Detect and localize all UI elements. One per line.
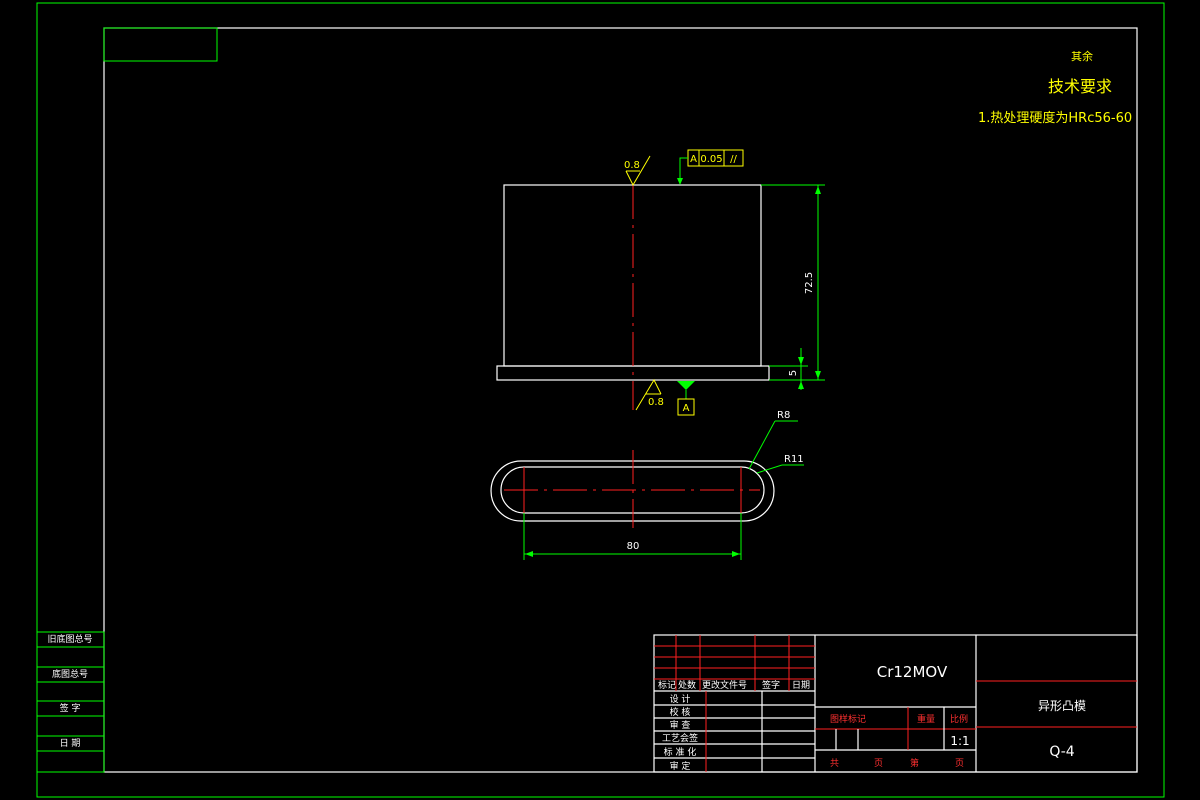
sheet-total-prefix: 共 — [830, 758, 839, 769]
rev-header-date: 日期 — [792, 680, 810, 691]
dimension-base — [769, 348, 808, 390]
tech-requirements-title: 技术要求 — [1048, 77, 1112, 96]
weight-label: 重量 — [917, 713, 935, 725]
inner-frame — [103, 27, 1138, 773]
top-view-outer-slot — [490, 460, 775, 522]
sheet-total-suffix: 页 — [874, 758, 883, 769]
rev-header-count: 处数 — [678, 679, 696, 691]
role-approve: 审 定 — [670, 760, 691, 772]
datum-label: A — [683, 403, 690, 414]
stage-label: 图样标记 — [830, 713, 866, 725]
tech-requirement-item-1: 1.热处理硬度为HRc56-60 — [978, 110, 1132, 126]
sheet-no-prefix: 第 — [910, 757, 919, 769]
left-strip — [36, 631, 105, 773]
scale-label: 比例 — [950, 713, 968, 725]
material: Cr12MOV — [877, 663, 948, 681]
title-block — [653, 634, 1138, 773]
dimension-height-value: 72.5 — [804, 272, 815, 294]
rev-header-sign: 签字 — [762, 679, 780, 691]
radius-outer-value: R11 — [784, 454, 804, 465]
roughness-bottom-icon — [635, 378, 662, 411]
radius-leader-r11 — [756, 464, 804, 474]
tolerance-frame — [677, 149, 744, 185]
top-left-box — [103, 27, 218, 62]
datum-triangle-icon — [677, 381, 695, 416]
rev-header-doc: 更改文件号 — [702, 679, 747, 691]
dimension-base-value: 5 — [788, 370, 799, 376]
radius-leader-r8 — [748, 420, 798, 470]
tolerance-value: 0.05 — [700, 154, 722, 165]
dimension-height — [761, 184, 825, 381]
roughness-top-value: 0.8 — [624, 160, 640, 171]
base-drawing-no-label: 底图总号 — [52, 668, 88, 680]
other-roughness-label: 其余 — [1071, 49, 1093, 63]
scale-value: 1:1 — [950, 734, 969, 748]
dimension-length — [523, 513, 742, 560]
sheet-no-suffix: 页 — [955, 758, 964, 769]
radius-inner-value: R8 — [777, 410, 790, 421]
dimension-length-value: 80 — [627, 541, 640, 552]
outer-frame — [36, 2, 1165, 798]
tolerance-datum-ref: A — [690, 154, 697, 165]
old-drawing-no-label: 旧底图总号 — [47, 633, 92, 645]
rev-header-mark: 标记 — [658, 679, 676, 691]
drawing-number: Q-4 — [1049, 744, 1074, 760]
roughness-bottom-value: 0.8 — [648, 397, 664, 408]
roughness-top-icon — [625, 155, 651, 187]
parallel-symbol: // — [730, 154, 737, 165]
date-label: 日 期 — [60, 738, 81, 749]
signature-label: 签 字 — [60, 702, 81, 714]
role-check: 校 核 — [670, 706, 691, 718]
role-process: 工艺会签 — [662, 732, 698, 744]
role-review: 审 查 — [670, 719, 691, 731]
part-name: 异形凸模 — [1038, 699, 1086, 713]
role-design: 设 计 — [670, 693, 691, 705]
role-standard: 标 准 化 — [664, 746, 697, 758]
